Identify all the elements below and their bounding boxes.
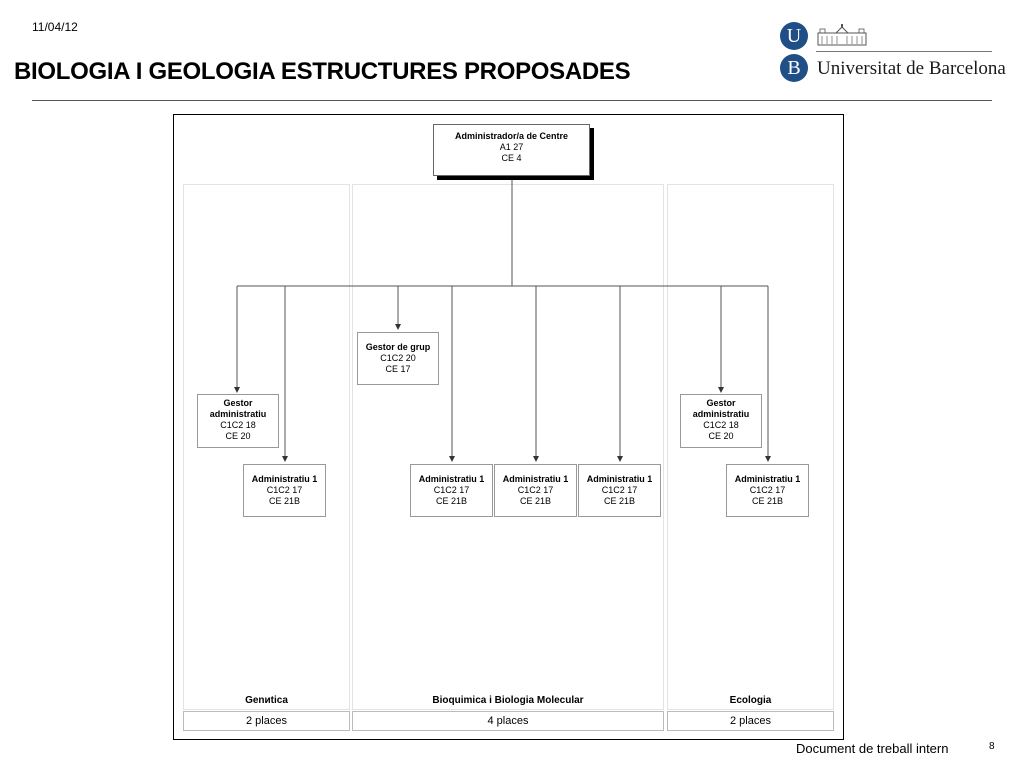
node-grade: C1C2 18 — [220, 420, 256, 430]
places-count-ecologia: 2 places — [667, 711, 834, 731]
department-zone-ecologia — [667, 184, 834, 710]
department-zone-bioquimica — [352, 184, 664, 710]
node-level: CE 21B — [519, 496, 552, 506]
node-title: Administratiu 1 — [734, 474, 801, 484]
department-name-ecologia: Ecologia — [729, 695, 772, 706]
title-divider — [32, 100, 992, 101]
department-zone-genetica — [183, 184, 350, 710]
org-chart-frame — [173, 114, 844, 740]
node-level: CE 21B — [603, 496, 636, 506]
university-logo: U B Universitat de Barcelona — [780, 18, 1006, 86]
places-count-genetica: 2 places — [183, 711, 350, 731]
node-level: CE 20 — [708, 431, 734, 441]
node-title: Gestor administratiu — [209, 398, 267, 419]
node-title: Administratiu 1 — [418, 474, 485, 484]
node-title: Administratiu 1 — [251, 474, 318, 484]
logo-divider — [816, 51, 992, 52]
logo-u-badge: U — [780, 22, 808, 50]
node-level: CE 20 — [225, 431, 251, 441]
org-node-administratiu-bioquimica-3: Administratiu 1 C1C2 17 CE 21B — [578, 464, 661, 517]
org-node-gestor-administratiu-genetica: Gestor administratiu C1C2 18 CE 20 — [197, 394, 279, 448]
node-title: Administrador/a de Centre — [454, 131, 569, 141]
org-node-gestor-grup: Gestor de grup C1C2 20 CE 17 — [357, 332, 439, 385]
node-grade: C1C2 17 — [266, 485, 303, 495]
slide-title: BIOLOGIA I GEOLOGIA ESTRUCTURES PROPOSAD… — [14, 58, 631, 85]
node-level: CE 4 — [501, 153, 522, 163]
department-name-genetica: Genиtica — [245, 695, 288, 706]
node-grade: C1C2 17 — [433, 485, 470, 495]
node-grade: C1C2 17 — [601, 485, 638, 495]
node-grade: C1C2 17 — [749, 485, 786, 495]
department-name-bioquimica: Bioquimica i Biologia Molecular — [432, 695, 584, 706]
org-node-administratiu-genetica: Administratiu 1 C1C2 17 CE 21B — [243, 464, 326, 517]
places-count-bioquimica: 4 places — [352, 711, 664, 731]
node-title: Gestor administratiu — [692, 398, 750, 419]
logo-b-badge: B — [780, 54, 808, 82]
node-grade: A1 27 — [499, 142, 524, 152]
node-level: CE 21B — [751, 496, 784, 506]
slide-date: 11/04/12 — [32, 20, 78, 34]
node-title: Administratiu 1 — [586, 474, 653, 484]
org-node-gestor-administratiu-ecologia: Gestor administratiu C1C2 18 CE 20 — [680, 394, 762, 448]
building-icon — [817, 24, 867, 46]
org-node-administratiu-ecologia: Administratiu 1 C1C2 17 CE 21B — [726, 464, 809, 517]
org-node-administratiu-bioquimica-2: Administratiu 1 C1C2 17 CE 21B — [494, 464, 577, 517]
node-level: CE 21B — [435, 496, 468, 506]
node-title: Gestor de grup — [365, 342, 431, 352]
node-level: CE 21B — [268, 496, 301, 506]
node-grade: C1C2 20 — [380, 353, 416, 363]
node-grade: C1C2 17 — [517, 485, 554, 495]
footer-note: Document de treball intern — [796, 741, 949, 756]
node-title: Administratiu 1 — [502, 474, 569, 484]
org-node-administrador-centre: Administrador/a de Centre A1 27 CE 4 — [433, 124, 590, 176]
page-number: 8 — [989, 741, 995, 752]
org-node-administratiu-bioquimica-1: Administratiu 1 C1C2 17 CE 21B — [410, 464, 493, 517]
university-name: Universitat de Barcelona — [817, 58, 1006, 79]
node-level: CE 17 — [385, 364, 411, 374]
node-grade: C1C2 18 — [703, 420, 739, 430]
